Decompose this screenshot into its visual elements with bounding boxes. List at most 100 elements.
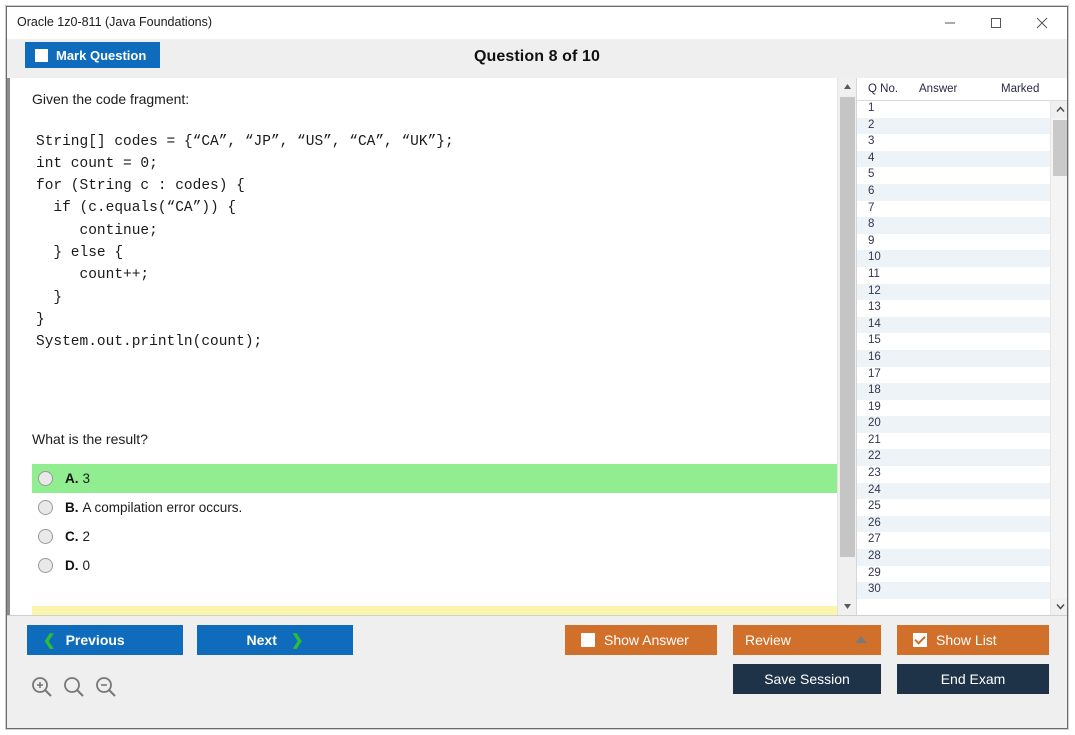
question-list-row[interactable]: 12 [857, 283, 1051, 301]
option-d-letter: D. [65, 558, 79, 573]
show-answer-checkbox-icon [581, 633, 595, 647]
question-list-row[interactable]: 28 [857, 549, 1051, 566]
question-list-row[interactable]: 6 [857, 183, 1051, 201]
option-row-c[interactable]: C. 2 [32, 522, 837, 551]
review-dropdown-button[interactable]: Review [733, 625, 881, 655]
option-a-text: 3 [82, 471, 91, 486]
exam-header-bar: Mark Question Question 8 of 10 [7, 39, 1067, 78]
zoom-out-icon[interactable] [93, 674, 119, 700]
scrollbar-thumb[interactable] [840, 97, 855, 557]
scroll-up-icon[interactable] [838, 78, 857, 95]
option-c-text: 2 [82, 529, 91, 544]
question-list-row[interactable]: 17 [857, 366, 1051, 384]
mark-question-label: Mark Question [56, 47, 147, 63]
mark-question-button[interactable]: Mark Question [25, 42, 161, 68]
row-question-number: 15 [868, 334, 881, 347]
radio-d-icon[interactable] [38, 558, 53, 573]
chevron-up-icon [855, 636, 867, 643]
row-question-number: 13 [868, 301, 881, 314]
maximize-icon[interactable] [973, 7, 1019, 38]
show-list-button[interactable]: Show List [897, 625, 1049, 655]
question-list-row[interactable]: 22 [857, 449, 1051, 467]
question-prompt: What is the result? [32, 431, 148, 447]
row-question-number: 24 [868, 483, 881, 496]
row-question-number: 21 [868, 433, 881, 446]
zoom-in-icon[interactable] [29, 674, 55, 700]
list-scroll-down-icon[interactable] [1051, 598, 1067, 615]
option-row-d[interactable]: D. 0 [32, 551, 837, 580]
question-list-row[interactable]: 25 [857, 499, 1051, 516]
question-list-row[interactable]: 3 [857, 134, 1051, 151]
save-session-button[interactable]: Save Session [733, 664, 881, 694]
show-list-checkbox-icon [913, 633, 927, 647]
question-list-scrollbar[interactable] [1050, 101, 1067, 615]
minimize-icon[interactable] [927, 7, 973, 38]
answer-explanation-panel: Answer: A Explanation: [32, 606, 837, 615]
radio-a-icon[interactable] [38, 471, 53, 486]
question-list-header: Q No. Answer Marked [857, 78, 1067, 101]
main-content-area: Given the code fragment: String[] codes … [7, 78, 1067, 615]
show-answer-button[interactable]: Show Answer [565, 625, 717, 655]
question-list-row[interactable]: 18 [857, 383, 1051, 400]
next-button[interactable]: Next ❯ [197, 625, 353, 655]
row-question-number: 11 [868, 267, 880, 280]
row-question-number: 6 [868, 184, 875, 197]
question-list-row[interactable]: 23 [857, 466, 1051, 483]
option-b-text: A compilation error occurs. [82, 500, 243, 515]
zoom-reset-icon[interactable] [61, 674, 87, 700]
row-question-number: 5 [868, 168, 875, 181]
window-title: Oracle 1z0-811 (Java Foundations) [17, 15, 213, 29]
question-list-row[interactable]: 20 [857, 416, 1051, 433]
exam-application-window: Oracle 1z0-811 (Java Foundations) Mark Q… [6, 6, 1068, 729]
question-list-row[interactable]: 8 [857, 217, 1051, 234]
question-list-row[interactable]: 2 [857, 117, 1051, 135]
column-header-marked: Marked [1001, 83, 1040, 95]
question-list-row[interactable]: 26 [857, 515, 1051, 533]
question-list-row[interactable]: 13 [857, 300, 1051, 317]
end-exam-label: End Exam [940, 671, 1006, 687]
row-question-number: 10 [868, 251, 881, 264]
list-scroll-up-icon[interactable] [1051, 101, 1067, 118]
question-list-row[interactable]: 9 [857, 233, 1051, 251]
close-icon[interactable] [1019, 7, 1065, 38]
option-row-a[interactable]: A. 3 [32, 464, 837, 493]
question-list-row[interactable]: 10 [857, 250, 1051, 267]
radio-c-icon[interactable] [38, 529, 53, 544]
list-scrollbar-thumb[interactable] [1053, 120, 1067, 176]
radio-b-icon[interactable] [38, 500, 53, 515]
question-list-row[interactable]: 11 [857, 266, 1051, 284]
previous-button[interactable]: ❮ Previous [27, 625, 183, 655]
question-list-row[interactable]: 7 [857, 200, 1051, 218]
question-list-row[interactable]: 19 [857, 399, 1051, 417]
question-list-row[interactable]: 5 [857, 167, 1051, 184]
row-question-number: 9 [868, 234, 875, 247]
question-list-row[interactable]: 4 [857, 150, 1051, 168]
row-question-number: 23 [868, 467, 881, 480]
question-list-row[interactable]: 24 [857, 482, 1051, 500]
end-exam-button[interactable]: End Exam [897, 664, 1049, 694]
question-list-row[interactable]: 30 [857, 582, 1051, 599]
row-question-number: 22 [868, 450, 881, 463]
row-question-number: 28 [868, 550, 881, 563]
row-question-number: 29 [868, 566, 881, 579]
row-question-number: 2 [868, 118, 875, 131]
row-question-number: 12 [868, 284, 881, 297]
question-list-row[interactable]: 14 [857, 316, 1051, 334]
previous-label: Previous [65, 632, 125, 648]
question-list-row[interactable]: 29 [857, 565, 1051, 583]
window-titlebar: Oracle 1z0-811 (Java Foundations) [7, 7, 1067, 39]
question-list-row[interactable]: 21 [857, 432, 1051, 450]
answer-options-list: A. 3 B. A compilation error occurs. C. 2… [32, 464, 837, 580]
chevron-right-icon: ❯ [290, 632, 304, 649]
question-list-row[interactable]: 15 [857, 333, 1051, 350]
option-row-b[interactable]: B. A compilation error occurs. [32, 493, 837, 522]
question-pane-scrollbar[interactable] [837, 78, 857, 615]
question-list-row[interactable]: 27 [857, 532, 1051, 550]
row-question-number: 20 [868, 417, 881, 430]
row-question-number: 1 [868, 102, 875, 114]
question-list-row[interactable]: 1 [857, 101, 1051, 118]
option-c-letter: C. [65, 529, 79, 544]
scroll-down-icon[interactable] [838, 598, 857, 615]
question-list-row[interactable]: 16 [857, 349, 1051, 367]
